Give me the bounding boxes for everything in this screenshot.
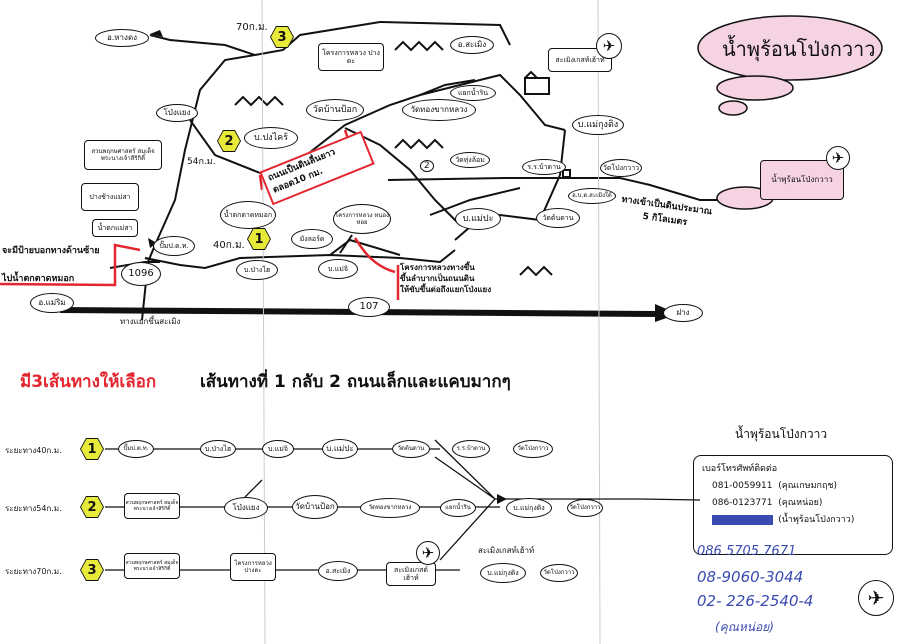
place-maekungding: บ.แม่กุงดิง (572, 115, 624, 135)
road-1096: 1096 (121, 262, 161, 286)
place-maeji: บ.แม่จิ (318, 259, 358, 279)
route-stop: ปั๊มป.ต.ท. (118, 440, 154, 458)
distance-54km: 54ก.ม. (187, 157, 216, 167)
route-number: 2 (81, 497, 103, 517)
distance-70km: 70ก.ม. (236, 22, 268, 33)
place-yaeknamrin: แยกน้ำริน (450, 85, 496, 101)
handwritten-phone: 086 5705 7671 (697, 544, 797, 559)
route-stop: บ.ป่างไฮ (200, 440, 236, 458)
place-elephant-camp: ปางช้างแม่สา (81, 183, 139, 211)
road-107: 107 (348, 297, 390, 317)
route-stop: สวนพฤกษศาสตร์ สมเด็จพระนางเจ้าสิริกิติ์ (124, 493, 180, 519)
route-caption: สะเมิงเกสท์เฮ้าท์ (478, 546, 535, 555)
phone-number[interactable]: 081-0059911 (712, 481, 773, 492)
phoenix-logo-icon: ✈ (416, 541, 440, 565)
distance-40km: 40ก.ม. (213, 240, 245, 251)
place-monglord: มังลอร์ด (291, 229, 333, 249)
route-stop: วัดบ้านป้อก (292, 495, 338, 519)
nonghoi-note-2: ขึ้นลำบากเป็นถนนดิน (400, 274, 475, 284)
place-maesa-waterfall: น้ำตกแม่สา (92, 219, 138, 237)
handwritten-phone: 02- 226-2540-4 (697, 592, 814, 610)
place-botanic-garden: สวนพฤกษศาสตร์ สมเด็จพระนางเจ้าสิริกิติ์ (84, 140, 162, 170)
phoenix-logo-icon: ✈ (858, 580, 894, 616)
phoenix-logo-icon: ✈ (826, 146, 850, 170)
place-watondan: วัดต้นดาน (536, 208, 580, 228)
contact-title: น้ำพุร้อนโป่งกวาว (735, 427, 828, 441)
nonghoi-note-3: ให้ขับขึ้นต่อถึงแยกโป่งแยง (400, 285, 492, 295)
route-stop: บ.แม่ปะ (322, 439, 358, 459)
route-stop: วัดทองขากหลวง (360, 498, 420, 518)
place-fang: ฝาง (663, 304, 703, 322)
place-pangpai: บ.ป่างไฮ (236, 260, 278, 280)
place-watthongkhak: วัดทองขากหลวง (402, 99, 476, 121)
place-nonghoi: โครงการหลวง หนองหอย (333, 204, 391, 234)
route-2-marker: 2 (218, 131, 240, 151)
place-ptt: ปั๊มป.ต.ท. (153, 236, 195, 256)
place-watthunglom: วัดทุ่งล้อม (450, 152, 490, 168)
route-stop: สวนพฤกษศาสตร์ สมเด็จพระนางเจ้าสิริกิติ์ (124, 553, 180, 579)
place-school: ร.ร.บ้าดาน (522, 159, 566, 175)
route-stop: สะเมิงเกสต์เฮ้าท์ (386, 562, 436, 586)
route-stop: บ.แม่กุงดิง (480, 563, 526, 583)
phone-number-struck: 084-0001040 (712, 515, 773, 526)
route-1-marker: 1 (248, 229, 270, 249)
route-stop: อ.สะเมิง (318, 561, 358, 581)
place-maepa: บ.แม่ปะ (455, 208, 501, 230)
place-guesthouse: สะเมิงเกสท์เฮ้าท์ (548, 48, 612, 72)
route-stop: ร.ร.บ้าดาน (452, 440, 490, 458)
place-pongyaeng: โป่งแยง (156, 104, 198, 122)
place-maerim: อ.แม่ริม (30, 293, 74, 313)
route-distance: ระยะทาง40ก.ม. (5, 446, 62, 455)
contact-name: (น้ำพุร้อนโป่งกวาว) (778, 515, 855, 526)
contact-heading: เบอร์โทรศัพท์ติดต่อ (702, 464, 778, 474)
place-tadmok: น้ำตกตาดหมอก (220, 201, 276, 229)
route-stop: บ.แม่กุงดิง (506, 498, 552, 518)
route-distance: ระยะทาง70ก.ม. (5, 567, 62, 576)
place-watpongkwao: วัดโป่งกวาว (600, 159, 642, 177)
handwritten-name: (คุณหน่อย) (715, 620, 774, 634)
place-watbanpok: วัดบ้านป้อก (306, 99, 364, 121)
place-pangda: โครงการหลวง ปางดะ (318, 43, 384, 71)
route-stop: วัดโป่งกวาว (567, 499, 603, 517)
contact-name: (คุณเกษมกฤช) (778, 481, 838, 492)
left-sign-note-1: จะมีป้ายบอกทางด้านซ้าย (2, 246, 100, 256)
place-obt: อ.บ.ต.สะเมิงใต้ (568, 188, 616, 204)
route-stop: วัดโป่งกวาว (513, 440, 553, 458)
left-sign-note-2: ไปน้ำตกตาดหมอก (2, 274, 75, 284)
nonghoi-note: โครงการหลวงทางขึ้น ขึ้นลำบากเป็นถนนดิน ใ… (400, 262, 491, 296)
handwritten-phone: 08-9060-3044 (697, 568, 804, 586)
contact-box: เบอร์โทรศัพท์ติดต่อ 081-0059911 (คุณเกษม… (693, 455, 893, 555)
route-distance: ระยะทาง54ก.ม. (5, 504, 62, 513)
route-stop: แยกน้ำริน (440, 499, 476, 517)
route-stop: โครงการหลวง ปางดะ (230, 553, 276, 581)
nonghoi-note-1: โครงการหลวงทางขึ้น (400, 263, 475, 272)
route-stop: บ.แม่จิ (262, 440, 294, 458)
route-stop: วัดโป่งกวาว (540, 564, 578, 582)
phoenix-logo-icon: ✈ (596, 33, 622, 59)
place-pongkrai: บ.ปงไคร้ (244, 127, 298, 149)
route-choice-heading: มี3เส้นทางให้เลือก (20, 372, 157, 392)
route-2-small-marker: 2 (420, 160, 434, 172)
route-stop: วัดต้นดาน (392, 440, 430, 458)
route-advice: เส้นทางที่ 1 กลับ 2 ถนนเล็กและแคบมากๆ (200, 372, 511, 392)
route-number: 3 (81, 560, 103, 580)
contact-name: (คุณหน่อย) (778, 498, 823, 509)
title-cloud-text: น้ำพุร้อนโป่งกวาว (722, 37, 876, 61)
place-samoeng: อ.สะเมิง (450, 36, 494, 54)
place-hangdong: อ.หางดง (95, 29, 149, 47)
route-3-marker: 3 (271, 27, 293, 47)
phone-number[interactable]: 086-0123771 (712, 498, 773, 509)
route-stop: โป่งแยง (224, 497, 268, 519)
route-number: 1 (81, 439, 103, 459)
junction-label: ทางแยกขึ้นสะเมิง (120, 317, 181, 326)
